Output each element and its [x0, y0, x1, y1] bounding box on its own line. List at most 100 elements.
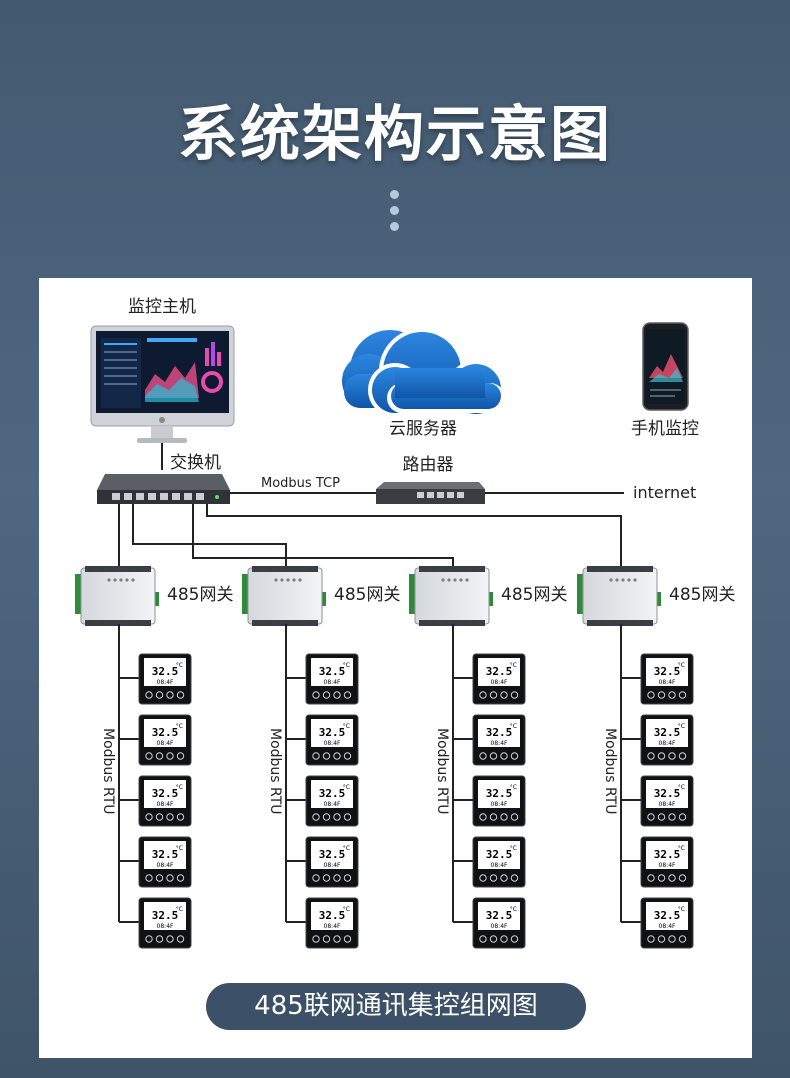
- router-node: 路由器: [376, 455, 485, 504]
- thermostat-button-icon: [479, 935, 487, 943]
- thermostat-button-icon: [176, 813, 185, 821]
- led-dot: [113, 578, 117, 582]
- thermostat-screen: [144, 902, 186, 930]
- thermostat-button-icon: [668, 691, 676, 699]
- gateway-label: 485网关: [669, 585, 735, 605]
- thermostat-unit: °C: [678, 845, 685, 852]
- thermostat-unit: °C: [343, 784, 350, 791]
- cloud-server-label: 云服务器: [389, 419, 457, 439]
- thermostat-button-icon: [333, 935, 341, 943]
- network-switch-icon: [97, 474, 230, 504]
- thermostat-sub: 08:4F: [157, 862, 174, 869]
- thermostat-screen: [144, 780, 186, 808]
- led-dot: [298, 578, 302, 582]
- thermostat-button-icon: [322, 691, 331, 699]
- gateway-bottom-rail: [419, 620, 485, 626]
- thermostat-button-icon: [678, 752, 687, 760]
- gateway-top-rail: [252, 566, 318, 572]
- thermostat-button-icon: [647, 691, 655, 699]
- thermostat-device: 32.5°C08:4F: [138, 897, 192, 949]
- thermostat-button-icon: [343, 935, 352, 943]
- thermostat-device: 32.5°C08:4F: [472, 714, 526, 766]
- thermostat-sub: 08:4F: [659, 679, 676, 686]
- led-dot: [441, 578, 445, 582]
- led-dot: [633, 578, 637, 582]
- gateway-label: 485网关: [501, 585, 567, 605]
- thermostat-button-icon: [343, 874, 352, 882]
- thermostat-button-icon: [668, 752, 676, 760]
- gateway-bottom-rail: [587, 620, 653, 626]
- led-dot: [459, 578, 463, 582]
- thermostat-device: 32.5°C08:4F: [305, 836, 359, 888]
- thermostat-unit: °C: [343, 906, 350, 913]
- thermostat-device: 32.5°C08:4F: [472, 653, 526, 705]
- cloud-icon: [342, 328, 505, 418]
- led-dot: [465, 578, 469, 582]
- thermostat-screen: [311, 658, 353, 686]
- thermostat-button-icon: [176, 935, 185, 943]
- thermostat-button-icon: [333, 752, 341, 760]
- thermostat-temp: 32.5: [319, 665, 346, 678]
- gateway-body: [80, 567, 156, 625]
- thermostat-temp: 32.5: [319, 909, 346, 922]
- thermostat-button-icon: [647, 874, 655, 882]
- thermostat-temp: 32.5: [152, 787, 179, 800]
- thermostat-button-icon: [510, 813, 519, 821]
- thermostat-device: 32.5°C08:4F: [138, 836, 192, 888]
- thermostat-sub: 08:4F: [659, 862, 676, 869]
- thermostat-button-icon: [647, 752, 655, 760]
- thermostat-button-icon: [343, 752, 352, 760]
- thermostat-sub: 08:4F: [157, 923, 174, 930]
- thermostat-button-icon: [510, 874, 519, 882]
- thermostat-temp: 32.5: [486, 787, 513, 800]
- thermostat-button-icon: [343, 813, 352, 821]
- thermostat-button-icon: [668, 813, 676, 821]
- thermostat-sub: 08:4F: [157, 801, 174, 808]
- thermostat-sub: 08:4F: [491, 862, 508, 869]
- thermostat-device: 32.5°C08:4F: [138, 653, 192, 705]
- thermostat-button-icon: [155, 813, 164, 821]
- terminal-block: [655, 592, 661, 606]
- thermostat-button-icon: [322, 752, 331, 760]
- thermostat-button-icon: [657, 691, 666, 699]
- led-dot: [453, 578, 457, 582]
- thermostat-button-icon: [479, 752, 487, 760]
- thermostat-temp: 32.5: [319, 726, 346, 739]
- thermostat-button-icon: [657, 874, 666, 882]
- thermostat-unit: °C: [678, 662, 685, 669]
- thermostat-unit: °C: [176, 906, 183, 913]
- diagram-panel: 监控主机: [39, 278, 752, 1058]
- thermostat-screen: [144, 719, 186, 747]
- thermostat-screen: [478, 658, 520, 686]
- gateway-device: [577, 566, 661, 626]
- led-dot: [447, 578, 451, 582]
- thermostat-button-icon: [647, 935, 655, 943]
- modbus-rtu-label: Modbus RTU: [434, 728, 450, 815]
- thermostat-button-icon: [145, 935, 153, 943]
- mobile-monitor-node: 手机监控: [631, 322, 699, 439]
- thermostat-button-icon: [678, 935, 687, 943]
- thermostat-device: 32.5°C08:4F: [640, 714, 694, 766]
- gateway-bottom-rail: [85, 620, 151, 626]
- thermostat-button-icon: [155, 935, 164, 943]
- thermostat-sub: 08:4F: [324, 679, 341, 686]
- thermostat-device: 32.5°C08:4F: [472, 897, 526, 949]
- page-title: 系统架构示意图: [178, 100, 612, 170]
- gateway-top-rail: [587, 566, 653, 572]
- thermostat-temp: 32.5: [152, 848, 179, 861]
- led-dot: [292, 578, 296, 582]
- led-dot: [621, 578, 625, 582]
- thermostat-sub: 08:4F: [491, 679, 508, 686]
- thermostat-button-icon: [166, 691, 174, 699]
- thermostat-button-icon: [312, 874, 320, 882]
- switch-gateway-link: [192, 504, 454, 568]
- thermostat-button-icon: [647, 813, 655, 821]
- thermostat-button-icon: [145, 813, 153, 821]
- gateway-body: [582, 567, 658, 625]
- thermostat-button-icon: [145, 874, 153, 882]
- thermostat-button-icon: [510, 935, 519, 943]
- terminal-block: [487, 592, 493, 606]
- thermostat-screen: [311, 902, 353, 930]
- thermostat-button-icon: [489, 874, 498, 882]
- thermostat-device: 32.5°C08:4F: [472, 836, 526, 888]
